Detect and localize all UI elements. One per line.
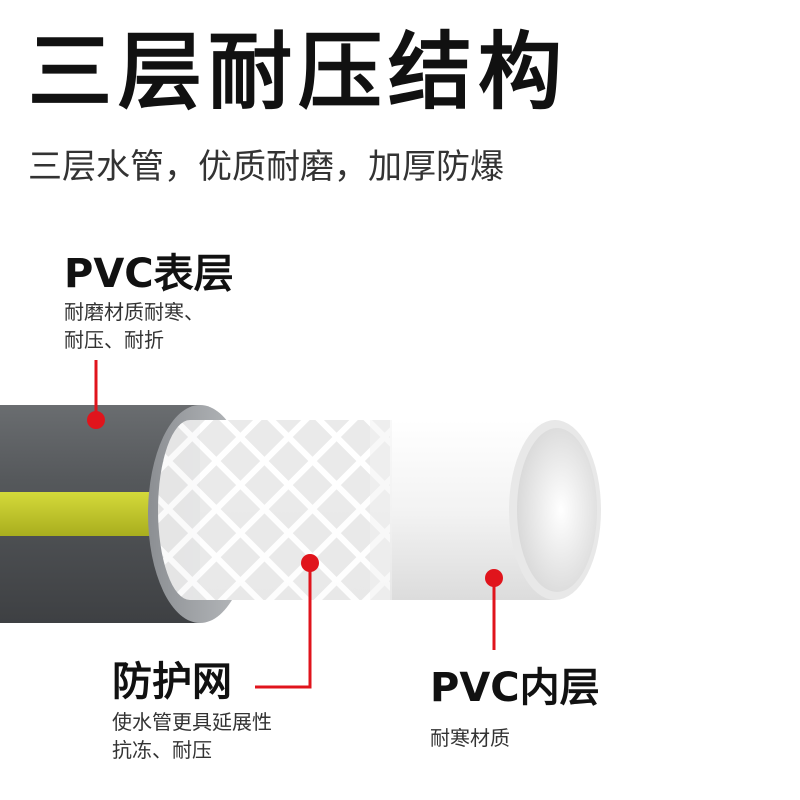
mesh-layer-desc-2: 抗冻、耐压 xyxy=(112,738,212,762)
mesh-layer-desc-1: 使水管更具延展性 xyxy=(112,710,272,734)
mesh-layer-title: 防护网 xyxy=(112,659,232,705)
page-title: 三层耐压结构 xyxy=(28,23,569,121)
outer-layer-desc-2: 耐压、耐折 xyxy=(64,328,164,352)
inner-bore xyxy=(517,428,597,592)
page-subtitle: 三层水管，优质耐磨，加厚防爆 xyxy=(28,147,504,187)
mesh-layer-marker xyxy=(301,554,319,572)
outer-layer-desc-1: 耐磨材质耐寒、 xyxy=(64,300,204,324)
outer-layer-marker xyxy=(87,411,105,429)
inner-layer-title: PVC内层 xyxy=(430,665,600,711)
outer-layer-title: PVC表层 xyxy=(64,251,234,297)
inner-layer-marker xyxy=(485,569,503,587)
mesh-layer xyxy=(158,420,390,600)
callout-markers xyxy=(87,360,503,689)
inner-layer-desc-1: 耐寒材质 xyxy=(430,726,510,750)
